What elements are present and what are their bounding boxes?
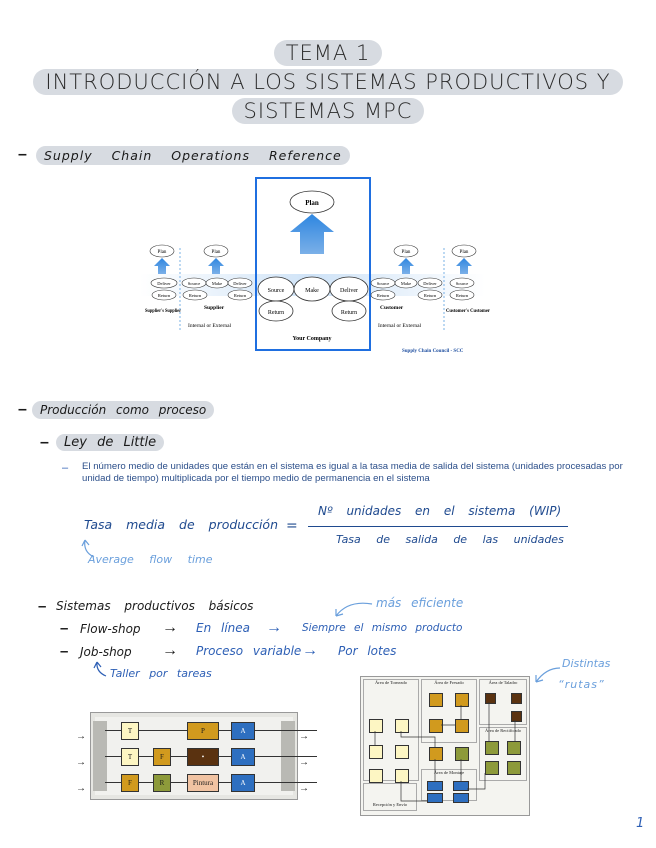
supplier-source: Source (188, 281, 201, 286)
produccion-heading: Producción como proceso (32, 401, 215, 419)
supplier-make: Make (212, 281, 222, 286)
formula-fraction-line (308, 526, 568, 527)
title-line-2: INTRODUCCIÓN A LOS SISTEMAS PRODUCTIVOS … (0, 69, 656, 95)
rutas-note-1: Distintas (562, 657, 611, 670)
flow-r2-c1: T (121, 748, 139, 766)
flow-r2-c4: A (231, 748, 255, 766)
supplier-plan: Plan (212, 250, 221, 255)
flow-r1-c3: P (187, 722, 219, 740)
cc-source: Source (456, 281, 469, 286)
cc-label: Customer's Customer (446, 309, 491, 314)
flow-r2-c3: • (187, 748, 219, 766)
supplier-return-1: Return (189, 293, 202, 298)
job-arrow-1: → (162, 642, 178, 659)
flow-left-band (93, 721, 107, 791)
eficiente-arrow (335, 602, 373, 617)
little-definition: El número medio de unidades que están en… (82, 461, 623, 484)
taller-arrow (93, 661, 107, 677)
scc-credit: Supply Chain Council - SCC (402, 349, 464, 354)
little-heading: Ley de Little (56, 434, 165, 451)
formula-numerator: Nº unidades en el sistema (WIP) (318, 504, 562, 518)
formula-lhs: Tasa media de producción (84, 517, 279, 532)
supplier-label: Supplier (204, 305, 225, 311)
flow-r1-c1: T (121, 722, 139, 740)
little-bullet: – (40, 434, 49, 451)
job-item-2: Por lotes (338, 644, 397, 658)
job-shop-label: Job-shop (80, 645, 132, 659)
company-source: Source (268, 288, 285, 294)
ss-plan: Plan (158, 250, 167, 255)
flow-item-2: Siempre el mismo producto (302, 622, 463, 634)
flow-arrow-2: → (266, 619, 282, 636)
scor-diagram: Plan Source Make Deliver Return Return Y… (140, 177, 491, 354)
area-fresado: Área de Fresado (421, 679, 477, 743)
taller-note: Taller por tareas (110, 667, 212, 680)
flow-r1-c4: A (231, 722, 255, 740)
formula-note: Average flow time (88, 553, 213, 566)
customer-return-1: Return (377, 293, 390, 298)
title-line-3: SISTEMAS MPC (0, 98, 656, 124)
flow-in-arrows: →→→ (76, 731, 86, 794)
little-sub-bullet: – (62, 462, 69, 474)
sistemas-heading: Sistemas productivos básicos (56, 599, 254, 613)
flow-r3-c2: R (153, 774, 171, 792)
company-plan: Plan (305, 199, 319, 207)
customer-plan: Plan (402, 250, 411, 255)
cc-plan: Plan (460, 250, 469, 255)
area-recepcion: Recepción y Envío (363, 783, 417, 811)
company-return-2: Return (341, 310, 357, 316)
sistemas-bullet: – (38, 598, 47, 615)
flow-r2-c2: F (153, 748, 171, 766)
flow-bullet: – (60, 620, 69, 637)
flow-r3-c3: Pintura (187, 774, 219, 792)
flow-shop-label: Flow-shop (80, 622, 141, 636)
flow-out-arrows: →→→ (299, 731, 309, 794)
customer-source: Source (377, 281, 390, 286)
company-deliver: Deliver (340, 288, 358, 294)
job-item-1: Proceso variable (196, 644, 302, 658)
customer-return-2: Return (424, 293, 437, 298)
job-arrow-2: → (302, 642, 318, 659)
supplier-internal: Internal or External (188, 323, 232, 329)
produccion-bullet: – (18, 401, 27, 418)
job-bullet: – (60, 643, 69, 660)
scor-heading: Supply Chain Operations Reference (36, 146, 350, 165)
your-company-frame (255, 177, 371, 351)
rutas-arrow (535, 667, 561, 683)
area-rectificado: Área de Rectificado (479, 727, 527, 781)
customer-label: Customer (380, 305, 404, 311)
customer-make: Make (401, 281, 411, 286)
eficiente-note: más eficiente (376, 596, 464, 610)
rutas-note-2: “rutas” (558, 678, 605, 691)
flow-r3-c1: F (121, 774, 139, 792)
flow-item-1: En línea (196, 621, 251, 635)
customer-internal: Internal or External (378, 323, 422, 329)
area-torneado: Área de Torneado (363, 679, 419, 781)
customer-deliver: Deliver (423, 281, 437, 286)
ss-return: Return (158, 293, 171, 298)
scor-bullet: – (18, 146, 27, 163)
flow-r3-c4: A (231, 774, 255, 792)
formula-equals: = (286, 518, 298, 534)
job-shop-diagram: Área de Torneado Área de Fresado Área de… (360, 676, 530, 816)
flow-arrow-1: → (162, 619, 178, 636)
company-make: Make (305, 288, 319, 294)
area-taladro: Área de Taladro (479, 679, 527, 725)
company-return-1: Return (268, 310, 284, 316)
ss-label: Supplier's Supplier (145, 309, 182, 314)
formula-denominator: Tasa de salida de las unidades (336, 533, 564, 546)
page-number: 1 (636, 816, 645, 831)
supplier-return-2: Return (234, 293, 247, 298)
formula-note-arrow (81, 539, 95, 558)
supplier-deliver: Deliver (233, 281, 247, 286)
your-company-label: Your Company (292, 336, 331, 342)
title-line-1: TEMA 1 (0, 40, 656, 66)
area-montaje: Área de Montaje (421, 769, 477, 801)
cc-return: Return (456, 293, 469, 298)
flow-shop-diagram: T P A T F • A F R Pintura A (90, 712, 317, 800)
ss-deliver: Deliver (157, 281, 171, 286)
